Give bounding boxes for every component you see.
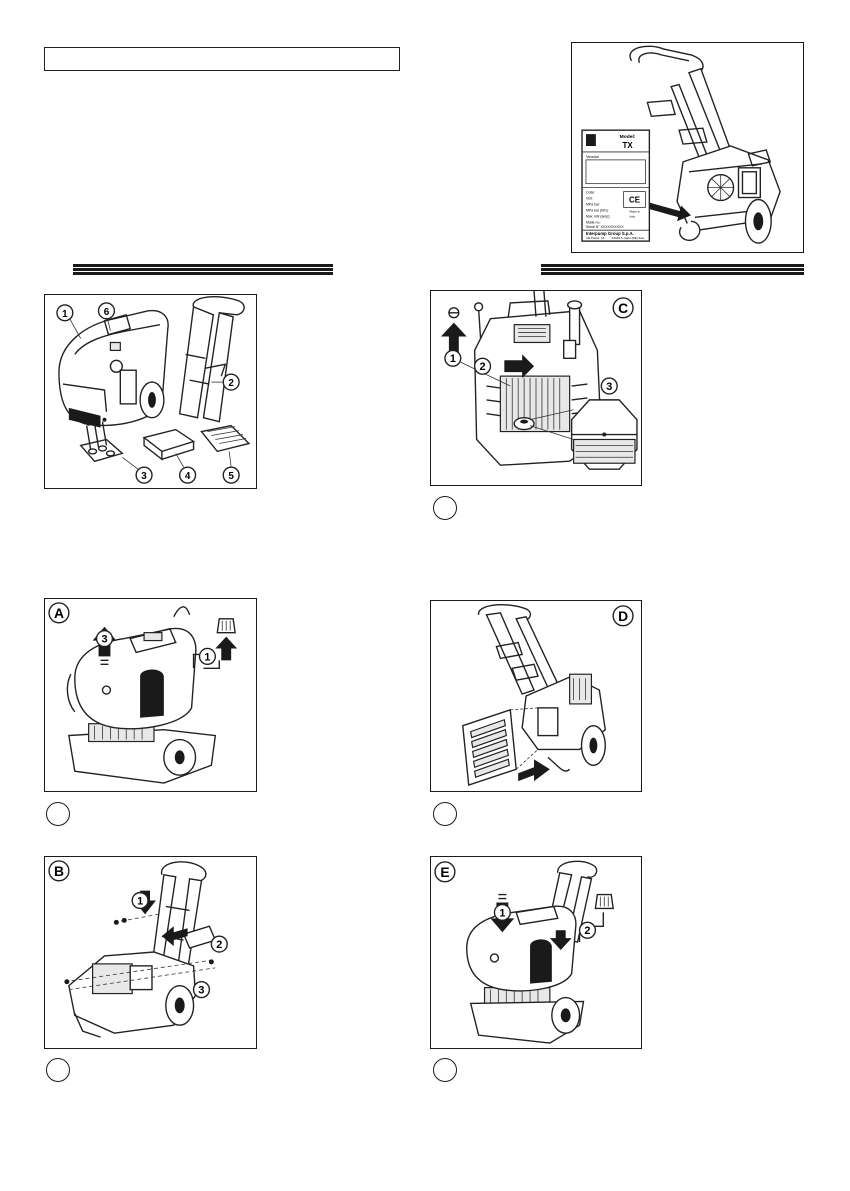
svg-text:3: 3: [141, 471, 147, 482]
step-marker-d: [433, 802, 457, 826]
callout-2: 2: [473, 357, 492, 375]
svg-text:2: 2: [228, 378, 234, 389]
nameplate-address-1: Via Pasini, 13: [586, 236, 604, 240]
callout-3: 3: [600, 377, 618, 395]
svg-text:C: C: [618, 300, 628, 316]
step-marker-c: [433, 496, 457, 520]
figure-d: D: [430, 600, 642, 792]
callout-1: 1: [198, 647, 217, 666]
figure-e: E 1 2: [430, 856, 642, 1049]
section-rule-right: [541, 264, 804, 275]
callout-3: 3: [122, 457, 153, 484]
nameplate-field-pressure-nm: MPa bar (Nm):: [586, 208, 609, 212]
figure-c-letter: C: [612, 297, 634, 319]
svg-text:3: 3: [101, 634, 107, 646]
step-marker-b: [46, 1058, 70, 1082]
svg-text:1: 1: [499, 907, 505, 919]
svg-text:6: 6: [104, 307, 110, 318]
nameplate-country: Italy: [630, 214, 636, 218]
callout-2: 2: [211, 373, 240, 391]
header-box: [44, 47, 400, 71]
figure-b-letter: B: [48, 860, 70, 882]
nameplate-model-value: TX: [623, 141, 634, 150]
svg-text:1: 1: [204, 651, 210, 663]
svg-text:3: 3: [198, 985, 204, 997]
svg-text:2: 2: [584, 925, 590, 937]
nameplate-model-label: Model:: [620, 134, 636, 140]
nameplate-figure: Model: TX Version Code: Volt: MPa bar: M…: [571, 42, 804, 253]
figure-b-illustration: B 1 2 3: [48, 860, 228, 1038]
callout-3: 3: [192, 981, 211, 999]
callout-6: 6: [97, 302, 116, 331]
svg-text:5: 5: [228, 471, 234, 482]
svg-text:2: 2: [480, 361, 486, 373]
figure-c: C 1 2 3: [430, 290, 642, 486]
components-figure: 1 6 2 3 4 5: [44, 294, 257, 489]
svg-text:1: 1: [62, 309, 68, 320]
nameplate-field-version: Version: [586, 154, 599, 159]
nameplate-field-code: Code:: [586, 191, 595, 195]
components-illustration: 1 6 2 3 4 5: [56, 296, 251, 484]
nameplate-field-volt: Volt:: [586, 197, 593, 201]
pressure-washer-with-nameplate: Model: TX Version Code: Volt: MPa bar: M…: [581, 45, 781, 244]
nameplate-company: Interpump Group S.p.A.: [586, 231, 634, 236]
step-marker-a: [46, 802, 70, 826]
svg-text:3: 3: [606, 381, 612, 393]
callout-2: 2: [210, 935, 228, 953]
callout-5: 5: [222, 451, 240, 484]
svg-text:E: E: [440, 864, 449, 880]
figure-a-illustration: A 3 1: [48, 602, 238, 784]
nameplate-field-pressure: MPa bar:: [586, 202, 600, 206]
section-rule-left: [73, 264, 333, 275]
nameplate-serial: Serial N° XXXXXXXXXX: [586, 225, 624, 229]
nameplate-field-power: Max. kW (amp):: [586, 214, 610, 218]
callout-2: 2: [578, 921, 597, 939]
callout-3: 3: [95, 629, 114, 648]
figure-e-illustration: E 1 2: [434, 860, 614, 1044]
figure-c-illustration: C 1 2 3: [440, 291, 638, 470]
svg-text:2: 2: [216, 939, 222, 951]
nameplate-made-no: Made no.:: [586, 220, 601, 224]
figure-a: A 3 1: [44, 598, 257, 792]
callout-1: 1: [56, 304, 82, 339]
ce-mark: CE: [629, 195, 640, 204]
callout-1: 1: [131, 891, 149, 910]
figure-a-letter: A: [48, 602, 70, 624]
svg-text:D: D: [618, 608, 628, 624]
svg-text:A: A: [54, 605, 64, 621]
figure-b: B 1 2 3: [44, 856, 257, 1049]
step-marker-e: [433, 1058, 457, 1082]
callout-1: 1: [493, 903, 511, 922]
figure-d-illustration: D: [462, 604, 634, 786]
nameplate-made-in: Made in: [630, 209, 641, 213]
callout-4: 4: [175, 453, 197, 484]
nameplate-address-2: 42049 S. Ilario (RE) Italy: [612, 236, 645, 240]
figure-e-letter: E: [434, 861, 456, 883]
figure-d-letter: D: [612, 605, 634, 627]
svg-text:1: 1: [137, 896, 143, 908]
svg-text:1: 1: [450, 353, 456, 365]
svg-text:4: 4: [185, 471, 191, 482]
svg-text:B: B: [54, 863, 64, 879]
